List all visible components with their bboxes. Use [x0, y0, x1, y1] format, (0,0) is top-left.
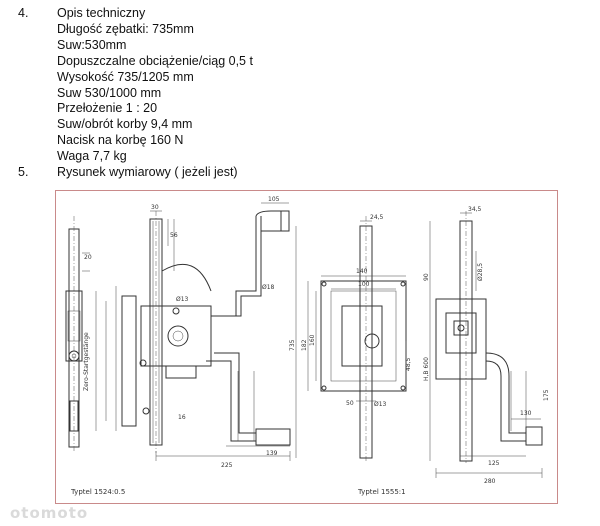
dim-label: 30: [151, 204, 159, 211]
dim-label: 225: [221, 462, 233, 469]
dim-label: 130: [520, 410, 532, 417]
technical-drawing-svg: 20: [65, 196, 550, 496]
section-number: 4.: [18, 6, 29, 20]
spec-line: Suw 530/1000 mm: [57, 85, 162, 100]
spec-line: Suw:530mm: [57, 37, 127, 52]
dim-label: 160: [309, 334, 316, 346]
spec-line: Długość zębatki: 735mm: [57, 21, 194, 36]
spec-line: Nacisk na korbę 160 N: [57, 133, 184, 148]
dim-label: 140: [356, 268, 368, 275]
dim-label: 182: [301, 339, 308, 351]
section-title: Rysunek wymiarowy ( jeżeli jest): [57, 165, 238, 180]
dim-label: 16: [178, 414, 186, 421]
spec-line: Waga 7,7 kg: [57, 149, 127, 164]
dim-label: 139: [266, 450, 278, 457]
zero-label: Zero-Startgestänge: [83, 332, 90, 391]
dim-label: 20: [84, 254, 92, 261]
spec-line: Przełożenie 1 : 20: [57, 101, 158, 116]
dim-label: 24,5: [370, 214, 384, 221]
dim-label: 175: [543, 389, 550, 401]
dim-label: 280: [484, 478, 496, 485]
section-number: 5.: [18, 165, 29, 180]
dim-label: 90: [423, 273, 430, 281]
spec-line: Wysokość 735/1205 mm: [57, 69, 194, 84]
dim-label: 735: [289, 339, 296, 351]
dim-label: 56: [170, 232, 178, 239]
type-label-left: Typtel 1524:0.5: [70, 488, 125, 496]
dimensional-drawing: 20: [55, 190, 558, 504]
watermark-logo: otomoto: [10, 504, 89, 522]
section-5-heading: 5. Rysunek wymiarowy ( jeżeli jest): [18, 165, 588, 181]
front-view-left: [95, 202, 291, 461]
dim-label: 34,5: [468, 206, 482, 213]
side-view-left: [65, 216, 90, 453]
front-view-right: [429, 211, 543, 478]
dim-label: 100: [358, 281, 370, 288]
section-4-heading: 4. Opis techniczny: [18, 6, 588, 22]
technical-spec: 4. Opis techniczny Długość zębatki: 735m…: [18, 6, 588, 181]
spec-line: Suw/obrót korby 9,4 mm: [57, 117, 193, 132]
type-label-right: Typtel 1555:1: [357, 488, 406, 496]
section-title: Opis techniczny: [57, 6, 146, 20]
dim-label: Ø13: [176, 296, 189, 303]
dim-label: 105: [268, 196, 280, 203]
dim-label: 125: [488, 460, 500, 467]
dim-label: 48,5: [405, 357, 412, 371]
dim-label: H,B 600: [423, 357, 430, 381]
dim-label: Ø13: [374, 401, 387, 408]
dim-label: Ø18: [262, 284, 275, 291]
dim-label: Ø28,5: [477, 263, 484, 281]
front-view-middle: [295, 216, 407, 463]
spec-line: Dopuszczalne obciążenie/ciąg 0,5 t: [57, 53, 253, 68]
dim-label: 50: [346, 400, 354, 407]
